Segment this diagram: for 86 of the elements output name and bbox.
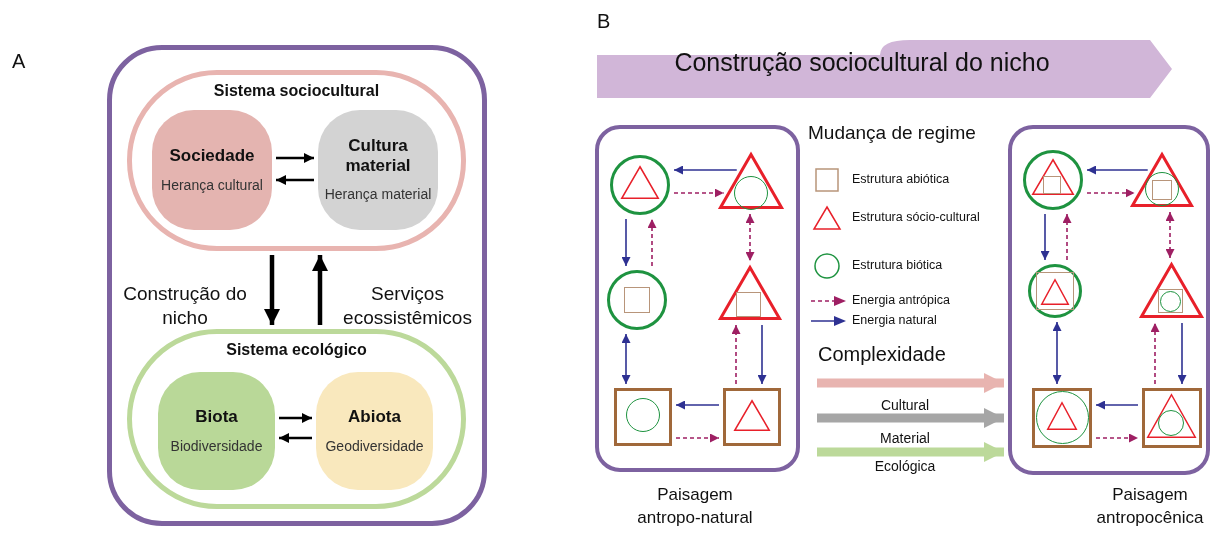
edge-label: Construção do nicho bbox=[122, 282, 248, 330]
heading-label: Mudança de regime bbox=[808, 122, 976, 144]
arrow bbox=[673, 165, 738, 175]
arrow bbox=[757, 324, 767, 385]
edge-label: Cultural bbox=[879, 397, 931, 415]
arrow bbox=[1150, 322, 1160, 385]
triangle-symbol bbox=[1130, 152, 1194, 208]
panel-letter: A bbox=[12, 50, 26, 73]
rounded-box bbox=[318, 110, 438, 230]
arrow bbox=[1165, 211, 1175, 259]
triangle-symbol bbox=[733, 399, 771, 432]
square-symbol bbox=[736, 292, 761, 317]
banner-arrow bbox=[597, 40, 1172, 98]
arrow bbox=[731, 324, 741, 385]
system-frame bbox=[127, 70, 466, 251]
banner-title: Construção sociocultural do nicho bbox=[673, 48, 1051, 77]
arrow bbox=[673, 188, 725, 198]
circle-symbol bbox=[607, 270, 667, 330]
arrow bbox=[1040, 213, 1050, 261]
box-subtitle: Biodiversidade bbox=[170, 436, 263, 455]
square-symbol bbox=[1142, 388, 1202, 448]
square-symbol bbox=[1043, 176, 1061, 194]
box-title: Biota bbox=[195, 407, 238, 427]
legend-label: Estrutura abiótica bbox=[852, 172, 950, 186]
triangle-symbol bbox=[1045, 400, 1078, 431]
box-title: Cultura material bbox=[344, 136, 412, 176]
arrow bbox=[276, 153, 314, 163]
frame-title: Sistema sociocultural bbox=[212, 82, 381, 100]
rounded-box bbox=[316, 372, 433, 490]
edge-label: Serviços ecossistêmicos bbox=[342, 282, 473, 330]
legend-label: Estrutura sócio-cultural bbox=[852, 210, 980, 224]
rounded-box bbox=[158, 372, 275, 490]
circle-symbol bbox=[1023, 150, 1083, 210]
triangle-symbol bbox=[1031, 158, 1075, 196]
arrow bbox=[279, 433, 312, 443]
arrow bbox=[312, 255, 328, 325]
triangle-symbol bbox=[718, 152, 784, 210]
arrow bbox=[675, 433, 720, 443]
box-subtitle: Herança cultural bbox=[161, 175, 263, 194]
arrow bbox=[621, 218, 631, 267]
arrow bbox=[1062, 213, 1072, 261]
triangle-symbol bbox=[718, 265, 782, 321]
legend-label: Energia natural bbox=[852, 313, 937, 327]
arrow bbox=[647, 218, 657, 267]
arrow bbox=[279, 413, 312, 423]
square-symbol bbox=[1151, 179, 1172, 200]
triangle-symbol bbox=[1139, 262, 1204, 319]
rounded-box bbox=[152, 110, 272, 230]
caption-label: Paisagem antropo-natural bbox=[636, 484, 754, 529]
box-subtitle: Geodiversidade bbox=[325, 436, 424, 455]
box-title: Sociedade bbox=[169, 146, 255, 166]
arrow bbox=[1086, 188, 1136, 198]
triangle-symbol bbox=[620, 165, 660, 200]
caption-label: Paisagem antropocênica bbox=[1095, 484, 1205, 529]
arrow bbox=[817, 373, 1004, 393]
arrow bbox=[817, 408, 1004, 428]
legend-label: Energia antrópica bbox=[852, 293, 950, 307]
system-frame bbox=[127, 329, 466, 509]
circle-symbol bbox=[1028, 264, 1082, 318]
arrow bbox=[817, 442, 1004, 462]
frame-title: Sistema ecológico bbox=[225, 341, 368, 359]
edge-label: Ecológica bbox=[873, 458, 937, 476]
arrow bbox=[745, 213, 755, 262]
landscape-frame bbox=[1008, 125, 1210, 475]
circle-symbol bbox=[610, 155, 670, 215]
panel-letter: B bbox=[597, 10, 611, 33]
arrow bbox=[264, 255, 280, 325]
arrow bbox=[1095, 433, 1139, 443]
arrow bbox=[1177, 322, 1187, 385]
heading-label: Complexidade bbox=[818, 343, 946, 366]
box-title: Abiota bbox=[348, 407, 401, 427]
arrow bbox=[1052, 321, 1062, 385]
square-symbol bbox=[624, 287, 650, 313]
arrow bbox=[276, 175, 314, 185]
triangle-symbol bbox=[1146, 393, 1197, 439]
square-symbol bbox=[723, 388, 781, 446]
arrow bbox=[621, 333, 631, 385]
legend-label: Estrutura biótica bbox=[852, 258, 943, 272]
arrow bbox=[1086, 165, 1149, 175]
arrow bbox=[675, 400, 720, 410]
box-subtitle: Herança material bbox=[324, 185, 432, 204]
panel-frame bbox=[107, 45, 487, 526]
square-symbol bbox=[614, 388, 672, 446]
landscape-frame bbox=[595, 125, 800, 472]
arrow bbox=[1095, 400, 1139, 410]
edge-label: Material bbox=[879, 430, 931, 448]
